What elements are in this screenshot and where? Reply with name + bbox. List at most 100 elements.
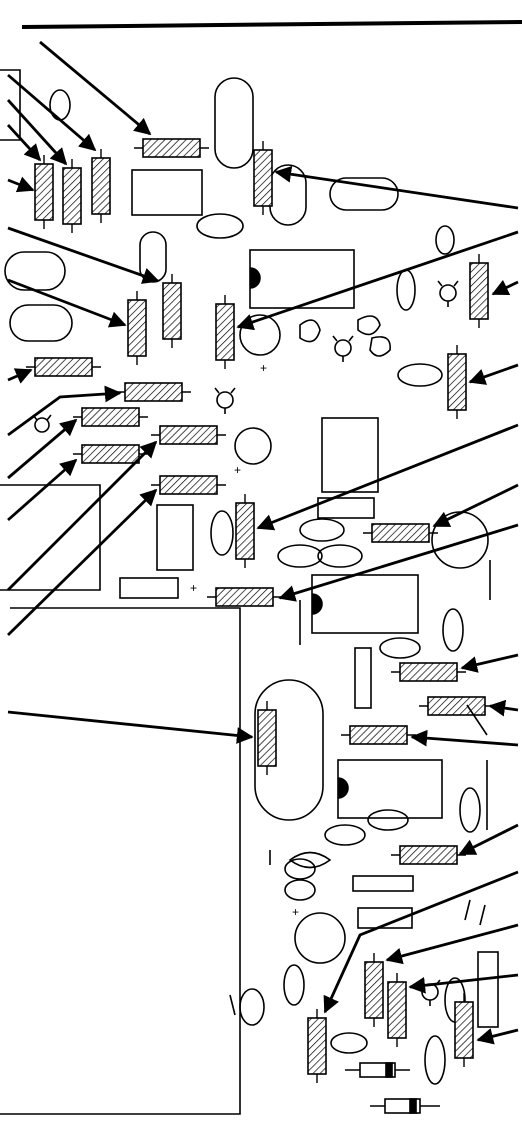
resistor bbox=[235, 502, 255, 560]
leader-arrow bbox=[7, 458, 78, 522]
leader-arrow bbox=[39, 40, 152, 136]
leader-arrow bbox=[7, 385, 122, 437]
transistor-symbol bbox=[332, 335, 354, 362]
leader-arrow bbox=[432, 483, 519, 528]
resistor bbox=[215, 303, 235, 361]
leader-arrow bbox=[7, 226, 160, 284]
resistor bbox=[454, 1001, 474, 1059]
resistor bbox=[364, 961, 384, 1019]
resistor bbox=[124, 382, 183, 402]
resistor bbox=[81, 407, 140, 427]
ic-notch bbox=[311, 593, 323, 615]
pad-round bbox=[396, 269, 416, 311]
transistor-symbol bbox=[32, 414, 52, 433]
ic-notch bbox=[337, 777, 349, 799]
pad-blob bbox=[299, 319, 321, 343]
resistor bbox=[127, 299, 147, 357]
capacitor-round bbox=[431, 511, 489, 569]
pad-round bbox=[196, 213, 244, 239]
capacitor-round bbox=[294, 912, 346, 964]
ic-notch bbox=[249, 267, 261, 289]
diode bbox=[345, 1062, 410, 1078]
transistor-symbol bbox=[437, 280, 459, 307]
leader-arrow bbox=[491, 279, 519, 296]
leader-arrow bbox=[410, 729, 519, 747]
leader-arrow bbox=[7, 73, 97, 152]
resistor bbox=[399, 845, 458, 865]
resistor bbox=[162, 282, 182, 340]
pad-round bbox=[283, 964, 305, 1006]
resistor bbox=[469, 262, 489, 320]
pad-round bbox=[277, 544, 323, 568]
resistor bbox=[215, 587, 274, 607]
pad-round bbox=[367, 809, 409, 831]
pad-round bbox=[424, 1035, 446, 1085]
leader-arrow bbox=[460, 653, 519, 673]
resistor bbox=[142, 138, 201, 158]
component-outline bbox=[321, 417, 379, 493]
pad-round bbox=[435, 225, 455, 255]
pad-round bbox=[317, 544, 363, 568]
polarity-mark: + bbox=[260, 361, 267, 375]
leader-arrow bbox=[476, 1028, 519, 1045]
component-outline bbox=[477, 951, 499, 1028]
component-outline bbox=[317, 497, 375, 519]
resistor bbox=[159, 425, 218, 445]
pad-oval bbox=[214, 77, 254, 169]
capacitor-round bbox=[234, 427, 272, 465]
leader-arrow bbox=[7, 418, 78, 480]
resistor bbox=[257, 709, 277, 767]
resistor bbox=[81, 444, 140, 464]
leader-arrow bbox=[458, 823, 519, 856]
board-outline-topleft bbox=[0, 69, 21, 141]
leader-arrow bbox=[278, 523, 519, 602]
board-outline-inner bbox=[0, 484, 101, 591]
diode bbox=[370, 1098, 440, 1114]
resistor bbox=[307, 1017, 327, 1075]
pad-round bbox=[324, 824, 366, 846]
pad-blob bbox=[369, 336, 391, 357]
component-outline bbox=[357, 907, 413, 929]
component-outline bbox=[352, 875, 414, 892]
component-outline bbox=[156, 504, 194, 571]
resistor bbox=[91, 157, 111, 215]
leader-arrow bbox=[7, 368, 33, 384]
leader-arrow bbox=[6, 124, 42, 162]
resistor bbox=[34, 163, 54, 221]
polarity-mark: + bbox=[292, 905, 299, 919]
component-outline bbox=[119, 577, 179, 599]
leader-arrow bbox=[323, 870, 519, 1014]
component-outline bbox=[131, 169, 203, 216]
resistor bbox=[399, 662, 458, 682]
resistor bbox=[427, 696, 486, 716]
leader-arrow bbox=[408, 973, 519, 994]
pad-round bbox=[379, 637, 421, 659]
trace-line bbox=[229, 560, 491, 1016]
polarity-mark: + bbox=[190, 581, 197, 595]
pad-round bbox=[459, 787, 481, 833]
pad-oval bbox=[4, 251, 66, 291]
leader-arrow bbox=[7, 488, 158, 637]
pad-oval bbox=[9, 304, 73, 342]
pad-round bbox=[210, 510, 234, 556]
pad-round bbox=[397, 363, 443, 387]
leader-arrow bbox=[7, 176, 35, 193]
resistor bbox=[387, 981, 407, 1039]
pad-oval bbox=[139, 231, 167, 283]
pad-round bbox=[284, 858, 316, 880]
leader-arrow bbox=[236, 230, 519, 331]
leader-arrow bbox=[256, 423, 519, 531]
leader-arrow bbox=[468, 363, 519, 385]
leader-arrow bbox=[7, 278, 127, 328]
resistor bbox=[253, 149, 273, 207]
polarity-mark: + bbox=[234, 463, 241, 477]
component-outline bbox=[354, 647, 372, 709]
leader-arrow bbox=[385, 923, 519, 965]
resistor bbox=[349, 725, 408, 745]
leader-arrow bbox=[7, 440, 158, 591]
leader-arrow bbox=[488, 699, 519, 717]
resistor bbox=[159, 475, 218, 495]
pad-oval bbox=[254, 679, 324, 821]
transistor-symbol bbox=[214, 387, 236, 414]
